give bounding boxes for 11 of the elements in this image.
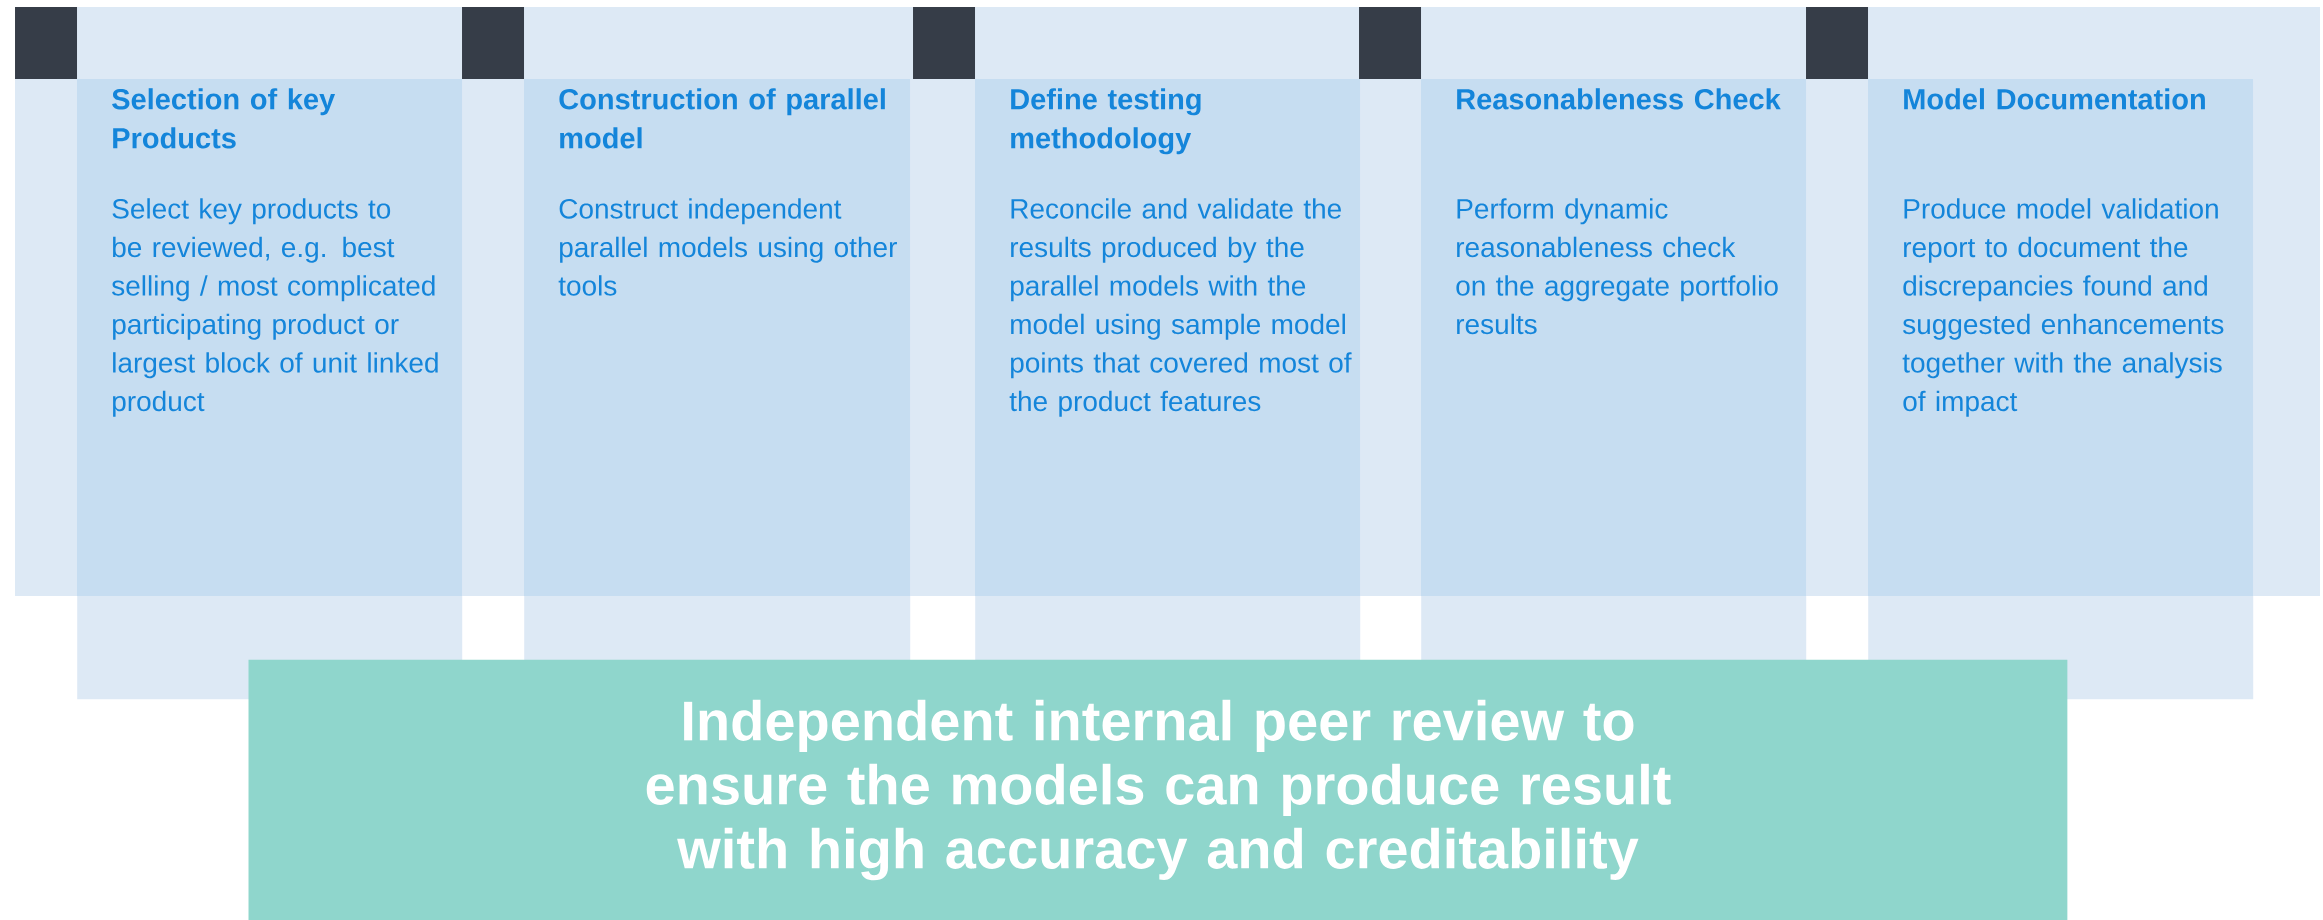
step-description: Produce model validation report to document the discrepancies found and suggested enhancements together with the analysis of impact (1902, 198, 2224, 417)
step-heading: Reasonableness Check (1457, 88, 1781, 110)
step-description: Select key products to be reviewed, e.g. best selling / most complicated participating product or largest block of unit linked product (112, 198, 438, 417)
step-heading: Selection of key Products (112, 88, 336, 149)
step-heading: Model Documentation (1904, 88, 2205, 110)
step-description: Perform dynamic reasonableness check on the aggregate portfolio results (1456, 198, 1778, 335)
step-description: Construct independent parallel models using other tools (558, 198, 897, 296)
step-heading: Construction of parallel model (559, 88, 885, 149)
step-heading: Define testing methodology (1011, 88, 1201, 155)
summary-banner: Independent internal peer review to ensure the models can produce result with high accuracy and creditability (248, 659, 2068, 920)
step-description: Reconcile and validate the results produced by the parallel models with the model using sample model points that covered most of the product features (1009, 198, 1352, 417)
